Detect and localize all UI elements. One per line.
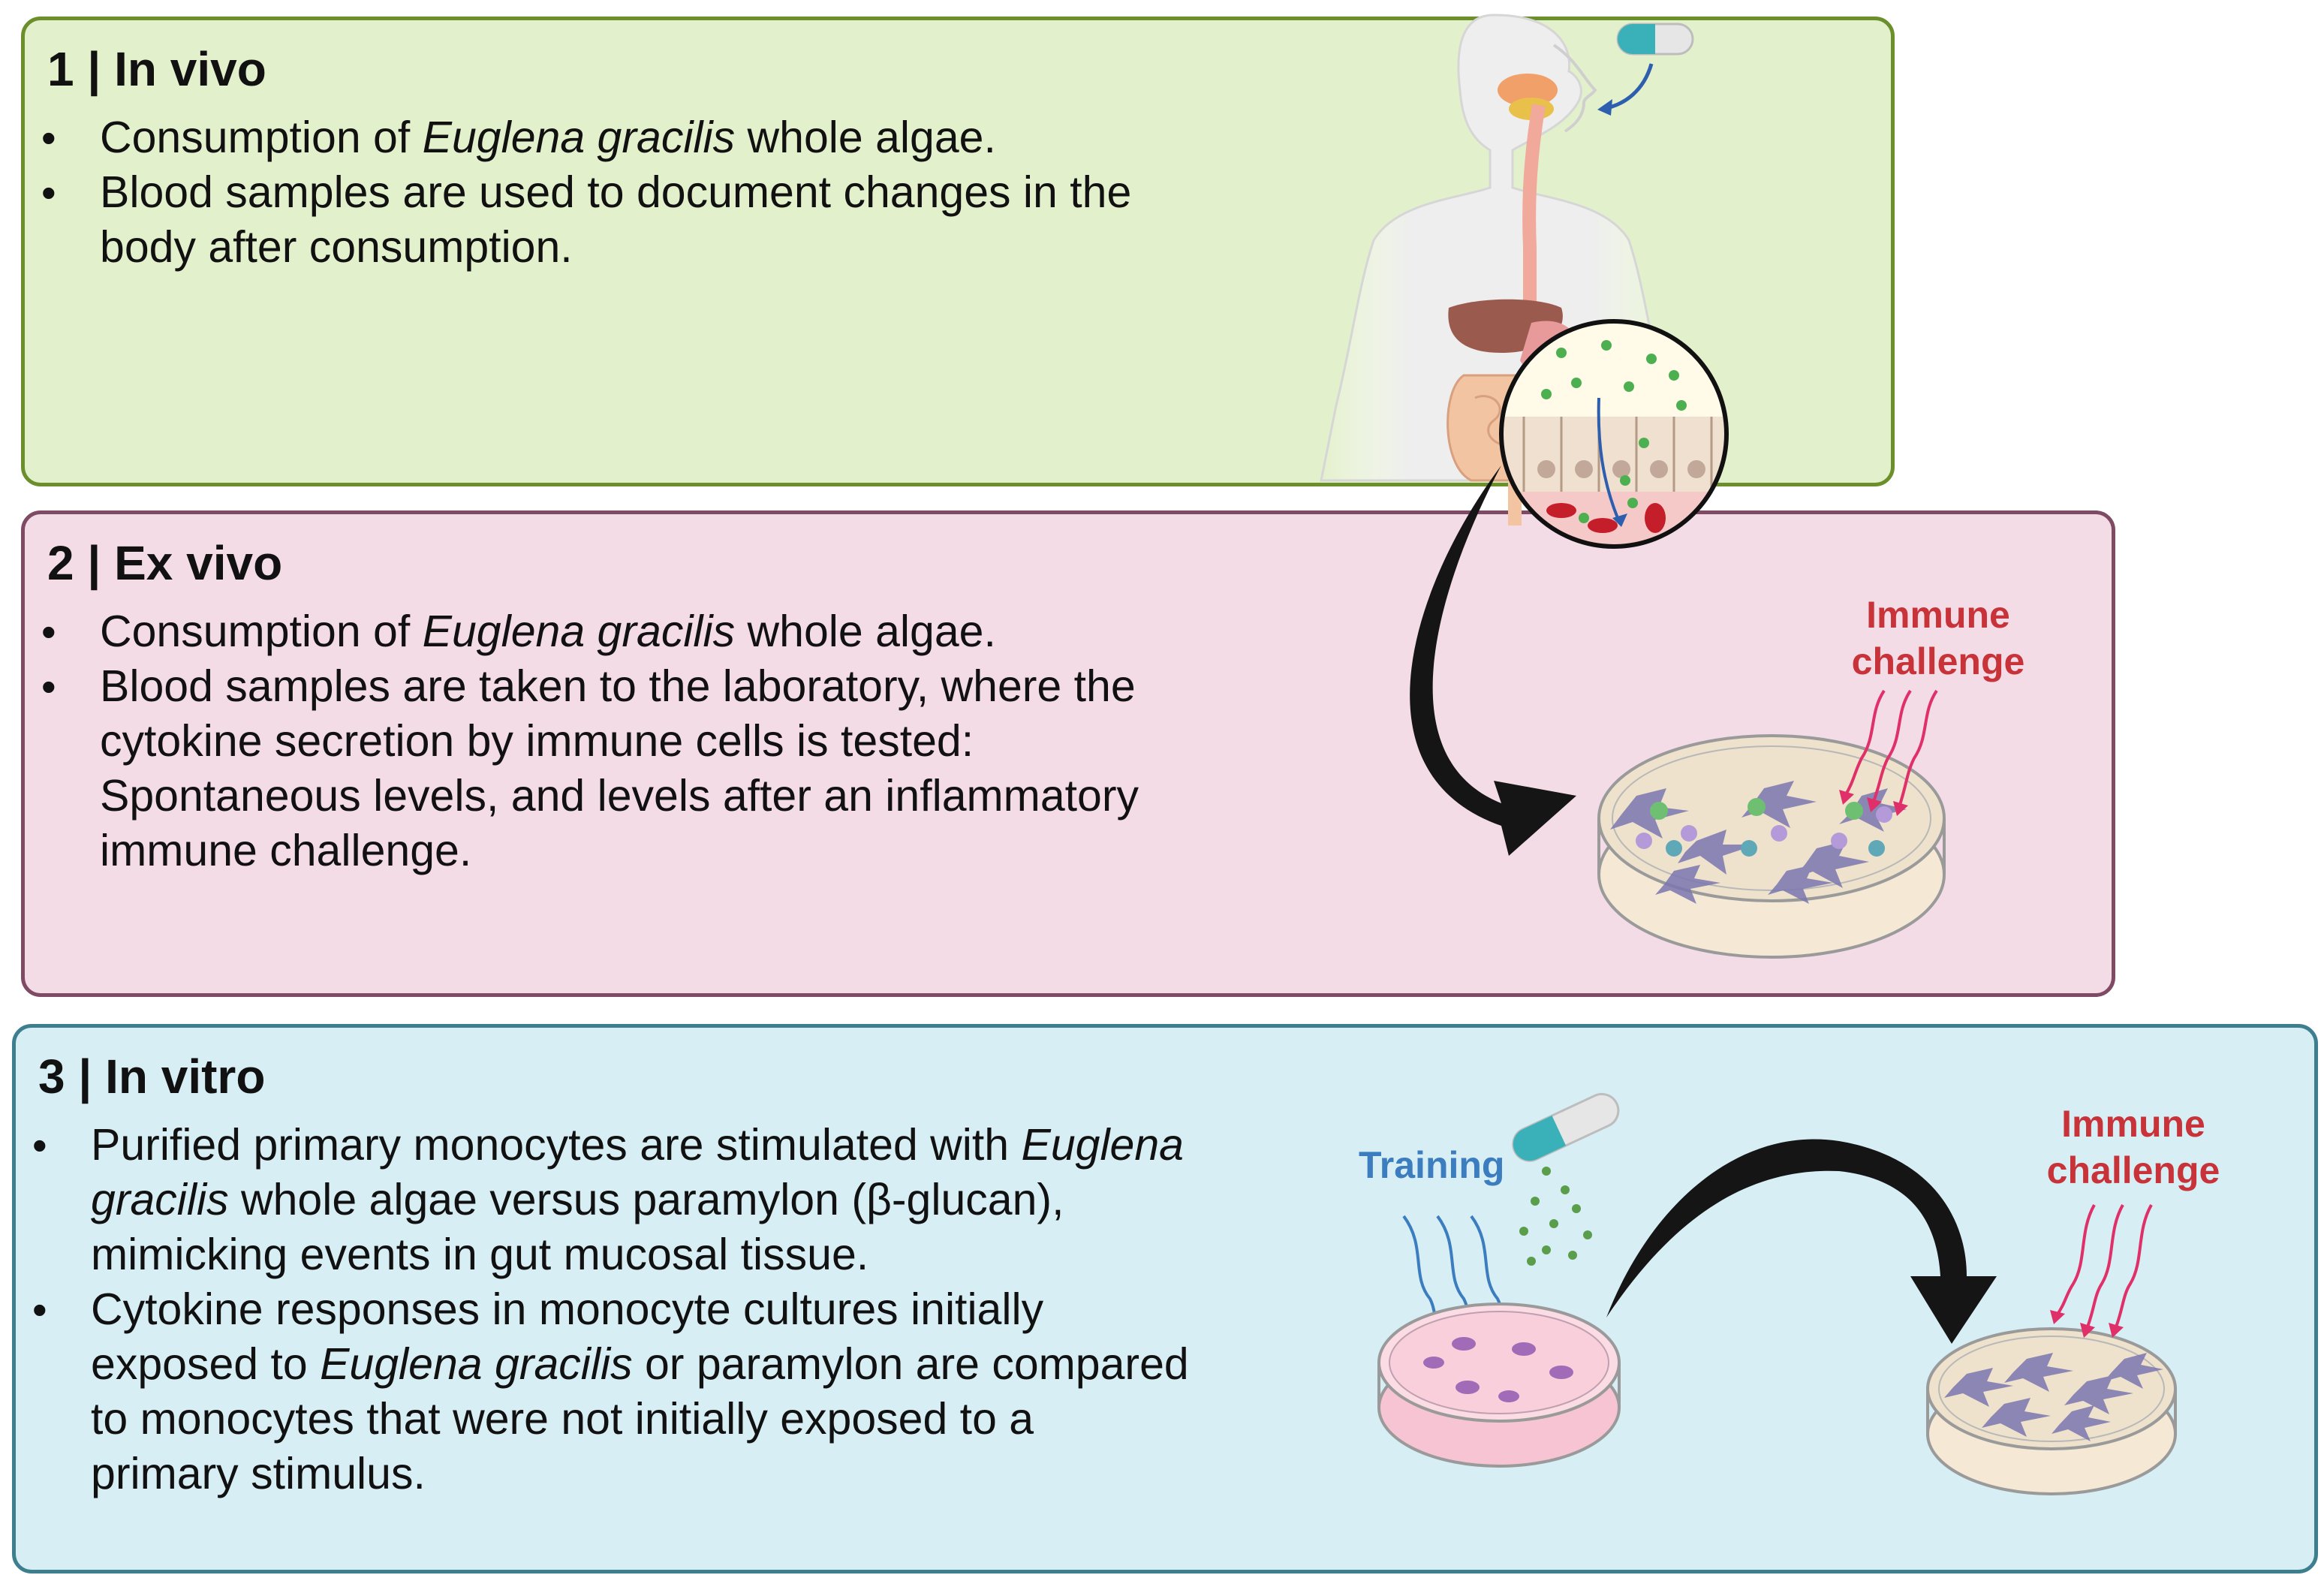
- species-name: Euglena: [1021, 1120, 1184, 1170]
- wavy-stimulus-arrows-icon: [1844, 689, 1938, 808]
- bullet-line: primary stimulus.: [91, 1447, 1189, 1501]
- bullet-line: Cytokine responses in monocyte cultures …: [91, 1282, 1189, 1337]
- bullet-line: Purified primary monocytes are stimulate…: [91, 1118, 1189, 1173]
- species-name: Euglena gracilis: [422, 607, 736, 656]
- text-run: immune challenge.: [100, 826, 472, 875]
- algae-particles: [1519, 1167, 1592, 1266]
- bullet-line: to monocytes that were not initially exp…: [91, 1392, 1189, 1447]
- bullet-list: Purified primary monocytes are stimulate…: [32, 1118, 1189, 1501]
- training-label: Training: [1359, 1144, 1505, 1186]
- immune-challenge-label: Immune challenge: [1851, 594, 2025, 682]
- text-run: cytokine secretion by immune cells is te…: [100, 716, 974, 766]
- intestinal-epithelium-zoom-icon: [1499, 319, 1729, 549]
- bullet-line: exposed to Euglena gracilis or paramylon…: [91, 1337, 1189, 1392]
- text-run: Blood samples are used to document chang…: [100, 167, 1132, 217]
- petri-dish-icon: [1597, 734, 1946, 959]
- text-run: Cytokine responses in monocyte cultures …: [91, 1284, 1044, 1334]
- species-name: Euglena gracilis: [422, 113, 736, 162]
- bullet-item: Cytokine responses in monocyte cultures …: [32, 1282, 1189, 1501]
- text-run: whole algae.: [735, 607, 996, 656]
- text-run: body after consumption.: [100, 222, 573, 272]
- panel-title: 2 | Ex vivo: [47, 536, 283, 590]
- bullet-item: Blood samples are used to document chang…: [41, 165, 1131, 275]
- capsule-icon: [1512, 1092, 1620, 1162]
- panel-title: 3 | In vitro: [38, 1049, 266, 1104]
- bullet-item: Consumption of Euglena gracilis whole al…: [41, 110, 1131, 165]
- text-run: exposed to: [91, 1339, 321, 1389]
- bullet-line: Consumption of Euglena gracilis whole al…: [100, 604, 1139, 659]
- bullet-line: cytokine secretion by immune cells is te…: [100, 714, 1139, 769]
- immune-challenge-label: Immune challenge: [2046, 1103, 2220, 1191]
- text-run: to monocytes that were not initially exp…: [91, 1394, 1034, 1444]
- text-run: Purified primary monocytes are stimulate…: [91, 1120, 1022, 1170]
- species-name: gracilis: [91, 1175, 229, 1224]
- petri-dish-icon: [1926, 1327, 2177, 1495]
- bullet-list: Consumption of Euglena gracilis whole al…: [41, 604, 1139, 878]
- bullet-line: Spontaneous levels, and levels after an …: [100, 769, 1139, 824]
- text-run: or paramylon are compared: [632, 1339, 1189, 1389]
- text-run: whole algae.: [735, 113, 996, 162]
- bullet-line: Blood samples are taken to the laborator…: [100, 659, 1139, 714]
- text-run: Consumption of: [100, 113, 423, 162]
- bullet-line: mimicking events in gut mucosal tissue.: [91, 1227, 1189, 1282]
- text-run: primary stimulus.: [91, 1449, 426, 1498]
- bullet-item: Consumption of Euglena gracilis whole al…: [41, 604, 1139, 659]
- capsule-icon: [1616, 23, 1694, 56]
- petri-dish-icon: [1377, 1302, 1621, 1468]
- text-run: Consumption of: [100, 607, 423, 656]
- species-name: Euglena gracilis: [320, 1339, 633, 1389]
- panel-title: 1 | In vivo: [47, 42, 266, 96]
- bullet-line: Blood samples are used to document chang…: [100, 165, 1131, 220]
- bullet-line: body after consumption.: [100, 220, 1131, 275]
- text-run: whole algae versus paramylon (β-glucan),: [228, 1175, 1064, 1224]
- bullet-item: Purified primary monocytes are stimulate…: [32, 1118, 1189, 1282]
- text-run: Blood samples are taken to the laborator…: [100, 661, 1136, 711]
- bullet-item: Blood samples are taken to the laborator…: [41, 659, 1139, 878]
- text-run: mimicking events in gut mucosal tissue.: [91, 1230, 869, 1279]
- text-run: Spontaneous levels, and levels after an …: [100, 771, 1139, 821]
- bullet-list: Consumption of Euglena gracilis whole al…: [41, 110, 1131, 275]
- bullet-line: immune challenge.: [100, 824, 1139, 878]
- wavy-stimulus-arrows-icon: [2055, 1204, 2153, 1330]
- curved-arrow-icon: [1410, 465, 1576, 856]
- bullet-line: Consumption of Euglena gracilis whole al…: [100, 110, 1131, 165]
- curved-arrow-icon: [1606, 1139, 1997, 1344]
- bullet-line: gracilis whole algae versus paramylon (β…: [91, 1173, 1189, 1227]
